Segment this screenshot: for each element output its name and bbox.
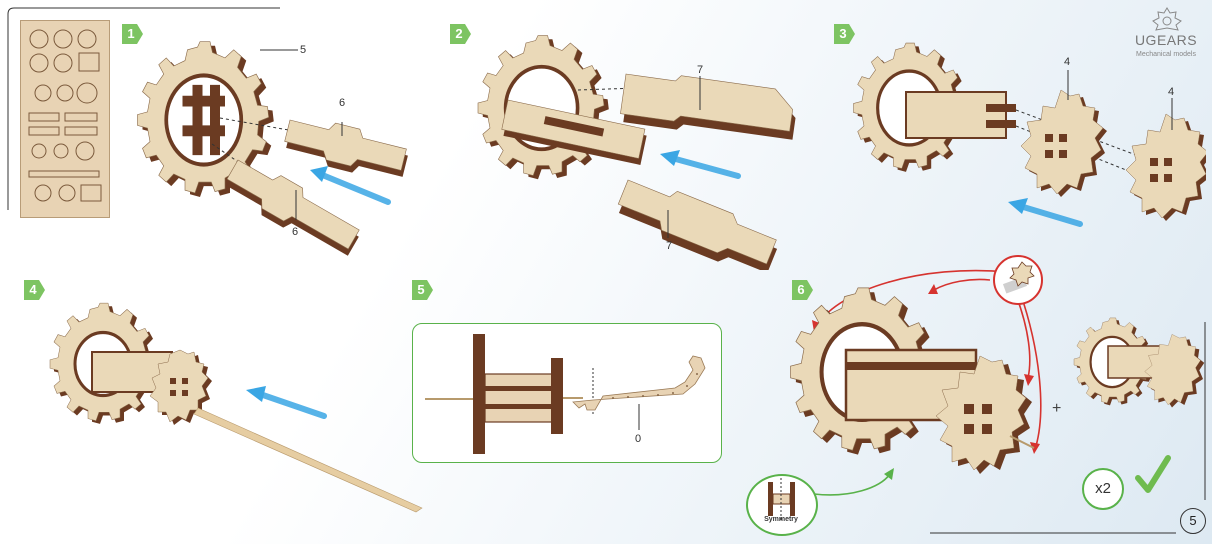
symmetry-badge (746, 474, 818, 536)
step-4-number: 4 (29, 282, 37, 297)
step-3-badge: 3 (834, 24, 856, 44)
step-1-label-bottom: 6 (292, 226, 299, 238)
step-6-badge: 6 (792, 280, 814, 300)
step-1-illustration (136, 41, 408, 256)
step-2-illustration (477, 34, 796, 270)
step-3-label-left: 4 (1064, 56, 1071, 68)
step-4-illustration (49, 302, 423, 513)
logo-title: UGEARS (1134, 32, 1198, 48)
step-6-number: 6 (797, 282, 805, 297)
step-3-label-right: 4 (1168, 86, 1175, 98)
step-1-badge: 1 (122, 24, 144, 44)
step-5-frame (412, 323, 722, 463)
quantity-multiplier: x2 (1082, 468, 1124, 510)
symmetry-label: Symmetry (764, 516, 798, 523)
step-5-label-tool: 0 (635, 433, 642, 445)
step-5-badge: 5 (412, 280, 434, 300)
step-1-label-top: 6 (339, 97, 346, 109)
step-3-illustration (852, 42, 1206, 227)
step-6-illustration (789, 255, 1205, 496)
step-1-number: 1 (127, 26, 135, 41)
step-2-badge: 2 (450, 24, 472, 44)
step-2-label-top: 7 (697, 64, 704, 76)
plywood-sheet-thumbnail (20, 20, 110, 218)
page-number: 5 (1180, 508, 1206, 534)
ugears-logo-icon (1152, 7, 1182, 31)
logo-subtitle: Mechanical models (1136, 51, 1196, 58)
step-2-label-bottom: 7 (666, 240, 673, 252)
step-5-number: 5 (417, 282, 425, 297)
step-1-label-gear: 5 (300, 44, 307, 56)
step-2-number: 2 (455, 26, 463, 41)
step-4-badge: 4 (24, 280, 46, 300)
step-3-number: 3 (839, 26, 847, 41)
plus-sign: + (1052, 400, 1062, 417)
